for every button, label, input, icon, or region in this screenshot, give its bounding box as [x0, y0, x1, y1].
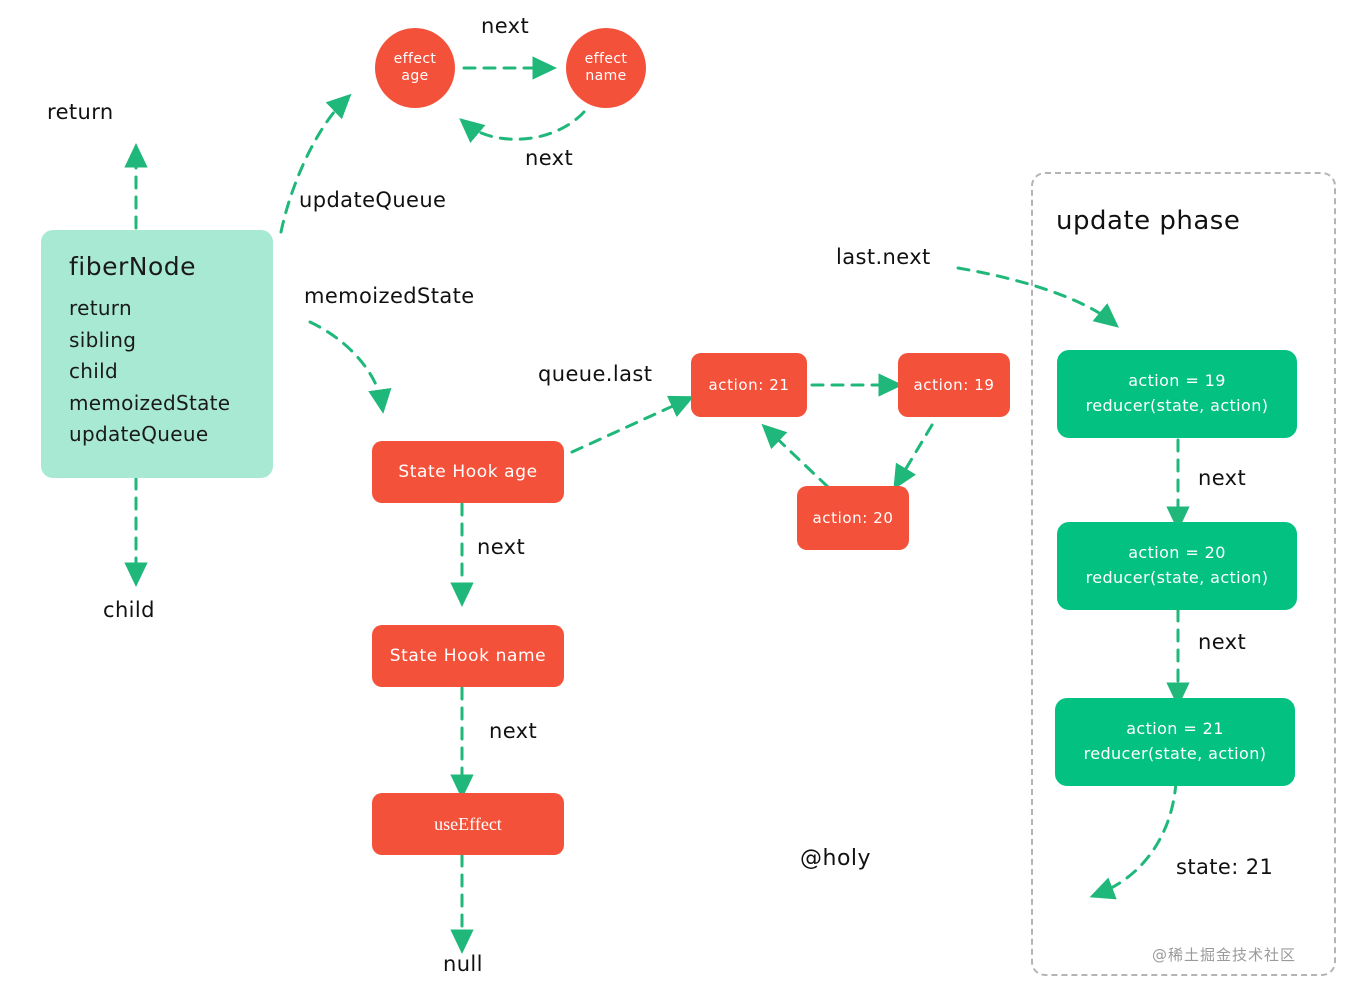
- effect-age-line1: effect: [393, 50, 437, 67]
- label-last-next: last.next: [836, 245, 931, 269]
- use-effect-label: useEffect: [434, 813, 502, 834]
- reduce-step-20-box[interactable]: action = 20 reducer(state, action): [1057, 522, 1297, 610]
- label-child: child: [103, 598, 155, 622]
- state-hook-age-label: State Hook age: [398, 462, 538, 482]
- fiber-field-updatequeue: updateQueue: [69, 422, 209, 447]
- state-hook-name-label: State Hook name: [389, 646, 547, 666]
- author-signature: @holy: [800, 846, 872, 871]
- update-phase-title: update phase: [1056, 206, 1241, 236]
- fiber-field-return: return: [69, 296, 132, 320]
- edge-update-queue: [279, 93, 352, 234]
- fiber-node-box[interactable]: fiberNode return sibling child memoizedS…: [41, 230, 273, 478]
- update-phase-panel: [1031, 172, 1336, 976]
- fiber-field-child: child: [69, 359, 118, 384]
- label-update-queue: updateQueue: [299, 188, 447, 212]
- reduce-step-19-box[interactable]: action = 19 reducer(state, action): [1057, 350, 1297, 438]
- state-hook-name-box[interactable]: State Hook name: [372, 625, 564, 687]
- action-20-box[interactable]: action: 20: [797, 486, 909, 550]
- edge-memoized-state: [308, 320, 392, 414]
- fiber-field-sibling: sibling: [69, 327, 137, 352]
- edge-action-19-20: [893, 423, 934, 490]
- effect-name-circle[interactable]: effect name: [566, 28, 646, 108]
- reduce-step-19-line2: reducer(state, action): [1085, 396, 1269, 415]
- fiber-node-title: fiberNode: [69, 252, 197, 281]
- reduce-step-20-line1: action = 20: [1128, 543, 1226, 563]
- action-19-box[interactable]: action: 19: [898, 353, 1010, 417]
- label-state-result: state: 21: [1176, 855, 1274, 879]
- reduce-step-21-line2: reducer(state, action): [1083, 744, 1267, 763]
- state-hook-age-box[interactable]: State Hook age: [372, 441, 564, 503]
- use-effect-box[interactable]: useEffect: [372, 793, 564, 855]
- action-19-label: action: 19: [913, 376, 995, 394]
- watermark: @稀土掘金技术社区: [1152, 946, 1297, 964]
- reduce-step-21-box[interactable]: action = 21 reducer(state, action): [1055, 698, 1295, 786]
- reduce-step-19-line1: action = 19: [1128, 371, 1226, 391]
- action-20-label: action: 20: [812, 509, 894, 527]
- label-queue-last: queue.last: [538, 362, 653, 386]
- label-reduce-next-2: next: [1198, 630, 1247, 654]
- label-hook-next-2: next: [489, 719, 538, 743]
- label-effect-next-forward: next: [481, 14, 530, 38]
- fiber-field-memoizedstate: memoizedState: [69, 390, 231, 415]
- label-null: null: [443, 952, 483, 976]
- effect-age-line2: age: [401, 68, 429, 84]
- action-21-label: action: 21: [708, 376, 790, 394]
- reduce-step-21-line1: action = 21: [1126, 719, 1224, 739]
- reduce-step-20-line2: reducer(state, action): [1085, 568, 1269, 587]
- effect-age-circle[interactable]: effect age: [375, 28, 455, 108]
- label-memoized-state: memoizedState: [304, 284, 475, 308]
- edge-effect-next-back: [459, 110, 586, 144]
- label-hook-next-1: next: [477, 535, 526, 559]
- label-reduce-next-1: next: [1198, 466, 1247, 490]
- effect-name-line1: effect: [584, 50, 628, 67]
- action-21-box[interactable]: action: 21: [691, 353, 807, 417]
- label-return: return: [47, 100, 114, 124]
- effect-name-line2: name: [585, 68, 627, 84]
- edge-queue-last: [570, 395, 695, 454]
- label-effect-next-back: next: [525, 146, 574, 170]
- edge-action-20-21: [761, 423, 830, 489]
